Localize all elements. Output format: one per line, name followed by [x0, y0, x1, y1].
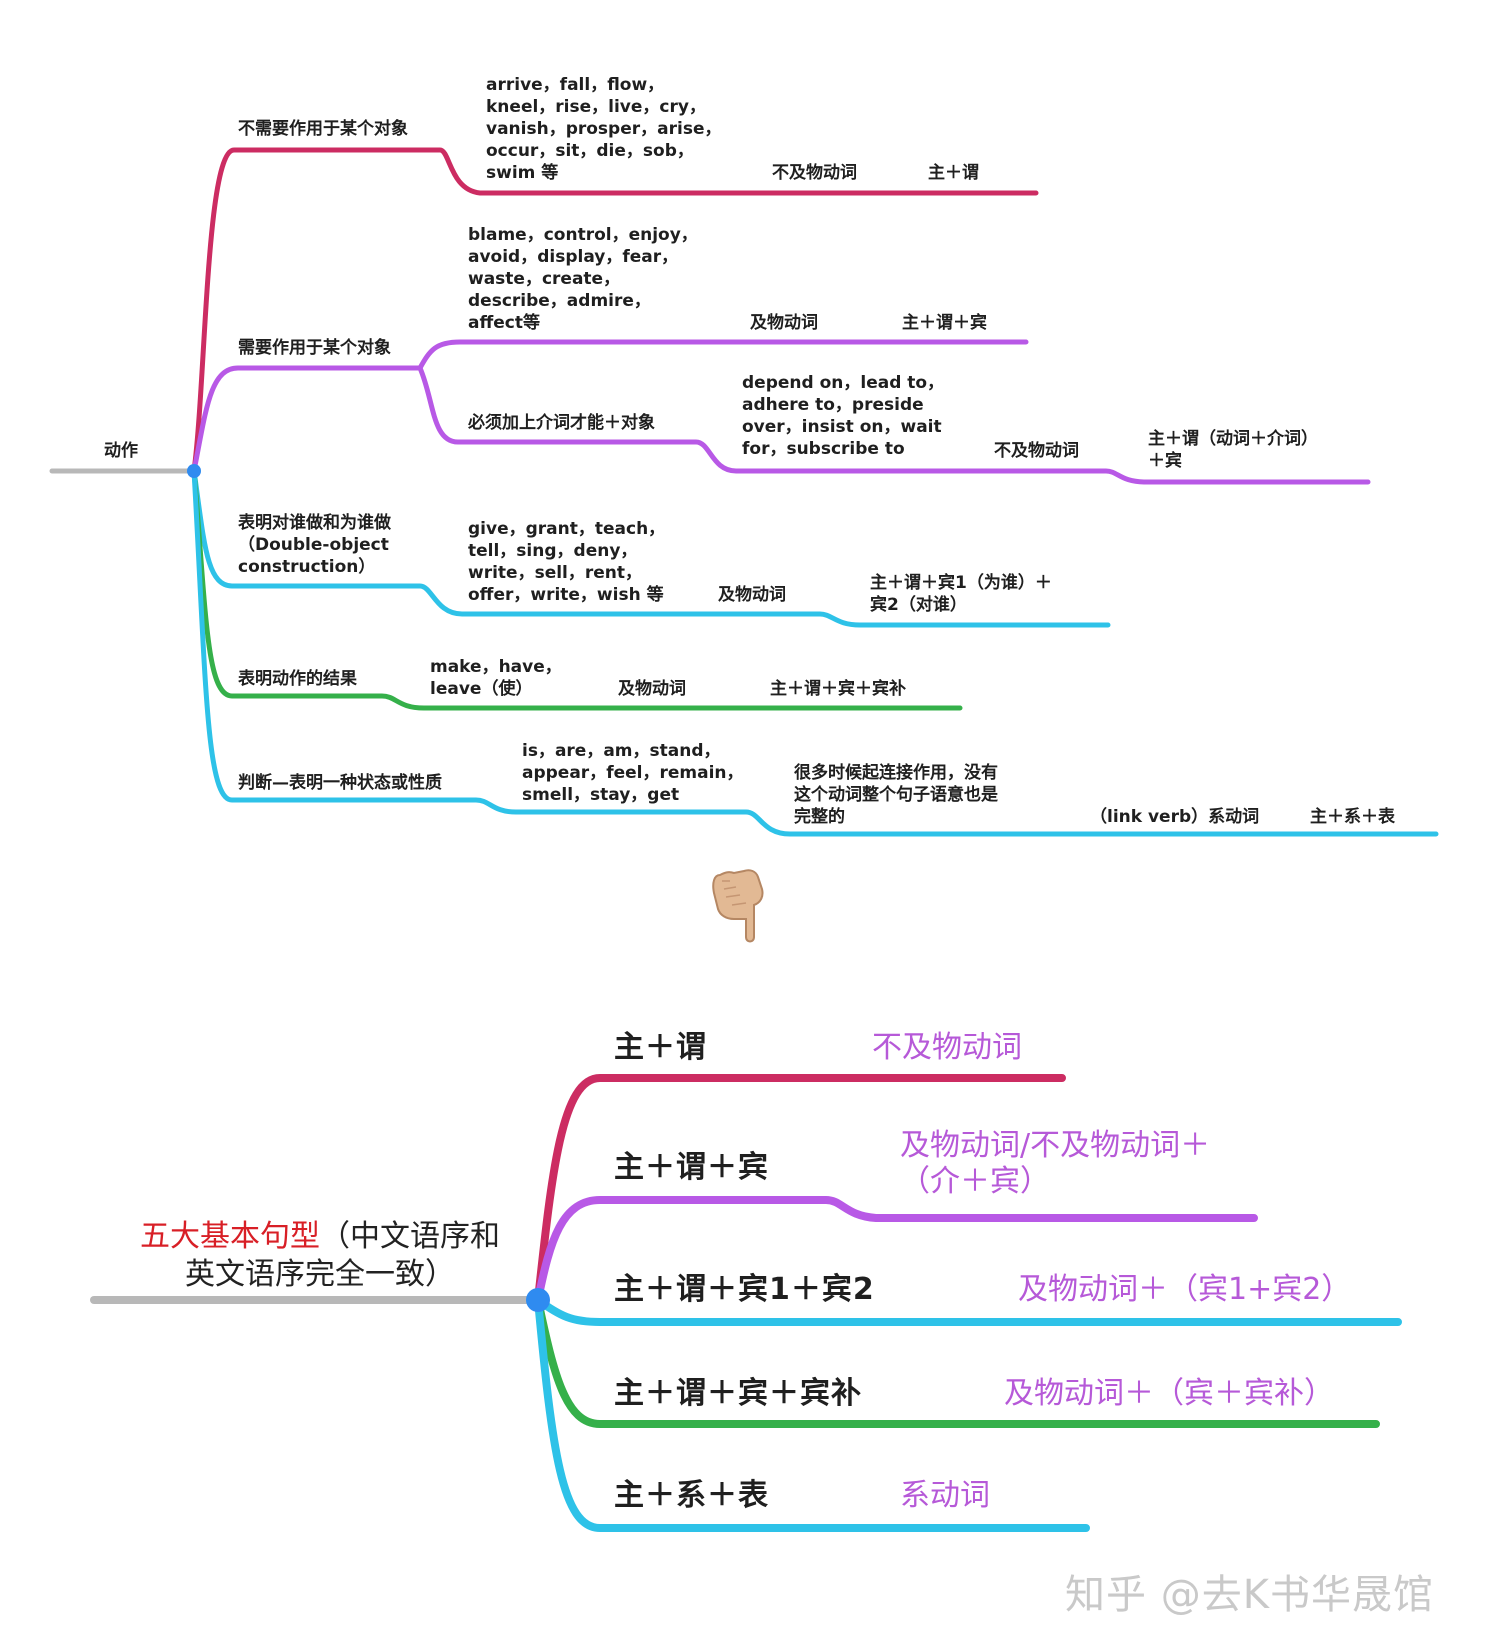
bottom-root-label: 五大基本句型（中文语序和 英文语序完全一致） — [110, 1218, 530, 1294]
b2s1-pattern: 主＋谓＋宾 — [902, 313, 987, 333]
row2-pattern: 主＋谓＋宾 — [614, 1150, 769, 1185]
branch2-cyan — [534, 1296, 1090, 1532]
branch-red — [191, 147, 1039, 474]
row1-pattern: 主＋谓 — [614, 1030, 707, 1065]
bottom-root-title: 五大基本句型 — [140, 1219, 320, 1254]
root-node — [187, 464, 201, 478]
row3-desc: 及物动词＋（宾1+宾2） — [1018, 1272, 1352, 1307]
b2s2-verb-type: 不及物动词 — [994, 441, 1079, 461]
b4-verb-type: 及物动词 — [618, 679, 686, 699]
b5-examples: is，are，am，stand， appear，feel，remain， sme… — [522, 741, 744, 805]
b5-label: 判断—表明一种状态或性质 — [238, 773, 442, 793]
pointing-hand-icon — [712, 869, 764, 943]
b1-examples: arrive，fall，flow， kneel，rise，live，cry， v… — [486, 75, 722, 183]
branch-purple-s2 — [417, 365, 1371, 485]
b1-label: 不需要作用于某个对象 — [238, 119, 408, 139]
bottom-root-subtitle: （中文语序和 英文语序完全一致） — [185, 1219, 500, 1292]
row2-desc: 及物动词/不及物动词＋ （介＋宾） — [900, 1128, 1211, 1199]
b4-examples: make，have， leave（使） — [430, 657, 562, 699]
row5-pattern: 主＋系＋表 — [614, 1478, 769, 1513]
b1-verb-type: 不及物动词 — [772, 163, 857, 183]
root2-node — [526, 1288, 550, 1312]
row4-desc: 及物动词＋（宾＋宾补） — [1004, 1376, 1334, 1411]
b3-label: 表明对谁做和为谁做 （Double-object construction） — [238, 513, 391, 577]
b3-verb-type: 及物动词 — [718, 585, 786, 605]
b2s2-examples: depend on，lead to， adhere to，preside ove… — [742, 373, 945, 459]
b5-note: 很多时候起连接作用，没有 这个动词整个句子语意也是 完整的 — [794, 763, 998, 827]
b2s2-pattern: 主＋谓（动词＋介词） ＋宾 — [1148, 429, 1318, 471]
b4-pattern: 主＋谓＋宾＋宾补 — [770, 679, 906, 699]
b2s1-examples: blame，control，enjoy， avoid，display，fear，… — [468, 225, 698, 333]
b2-label: 需要作用于某个对象 — [238, 338, 391, 358]
b5-pattern: 主＋系＋表 — [1310, 807, 1395, 827]
top-root-label: 动作 — [104, 441, 138, 461]
branch-cyan — [191, 468, 1439, 837]
row4-pattern: 主＋谓＋宾＋宾补 — [614, 1376, 862, 1411]
b2s2-label: 必须加上介词才能＋对象 — [468, 413, 655, 433]
b2s1-verb-type: 及物动词 — [750, 313, 818, 333]
b3-examples: give，grant，teach， tell，sing，deny， write，… — [468, 519, 666, 605]
row3-pattern: 主＋谓＋宾1＋宾2 — [614, 1272, 875, 1307]
branch-purple-s1 — [417, 339, 1029, 371]
row1-desc: 不及物动词 — [872, 1030, 1022, 1065]
b5-verb-type: （link verb）系动词 — [1090, 807, 1260, 827]
branch-purple — [191, 365, 423, 474]
watermark: 知乎 @去K书华晟馆 — [1065, 1572, 1434, 1618]
branch-blue — [191, 468, 1111, 628]
row5-desc: 系动词 — [900, 1478, 990, 1513]
branch2-purple — [534, 1196, 1258, 1304]
b1-pattern: 主＋谓 — [928, 163, 979, 183]
b4-label: 表明动作的结果 — [238, 669, 357, 689]
branch2-red — [534, 1074, 1066, 1304]
b3-pattern: 主＋谓＋宾1（为谁）＋ 宾2（对谁） — [870, 573, 1052, 615]
